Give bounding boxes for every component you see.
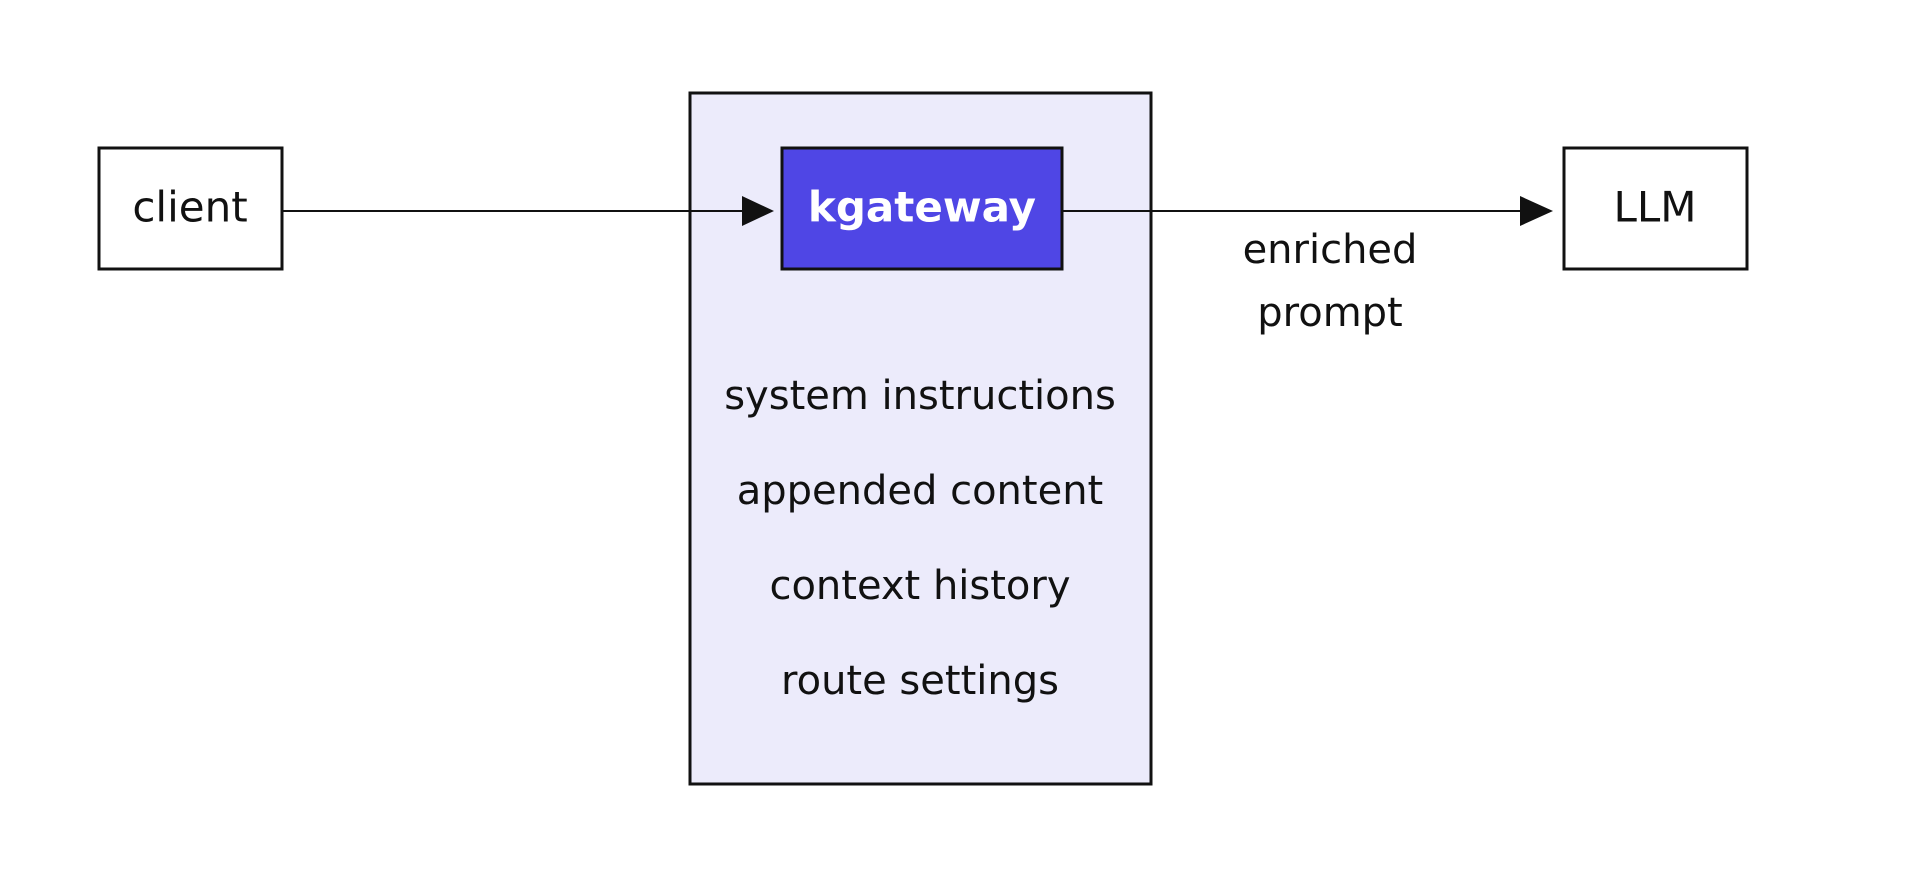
gateway-item-appended-content: appended content (737, 468, 1104, 514)
llm-box (1562, 146, 1749, 271)
kgateway-node: kgateway (780, 146, 1064, 271)
gateway-item-route-settings: route settings (781, 658, 1059, 704)
kgateway-box (780, 146, 1064, 271)
gateway-item-system-instructions: system instructions (724, 373, 1116, 419)
kgateway-label: kgateway (808, 183, 1036, 232)
gateway-items: system instructions appended content con… (724, 373, 1116, 704)
client-box (97, 146, 284, 271)
arrowhead-icon (1520, 196, 1553, 226)
llm-node: LLM (1562, 146, 1749, 271)
edge-client-to-kgateway (282, 196, 774, 226)
edge-label-line-1: enriched (1243, 227, 1418, 273)
llm-label: LLM (1613, 183, 1696, 232)
client-node: client (97, 146, 284, 271)
edge-label-line-2: prompt (1257, 290, 1402, 336)
client-label: client (132, 183, 247, 232)
arrowhead-icon (742, 196, 774, 226)
gateway-item-context-history: context history (769, 563, 1070, 609)
edge-kgateway-to-llm: enriched prompt (1062, 196, 1553, 336)
